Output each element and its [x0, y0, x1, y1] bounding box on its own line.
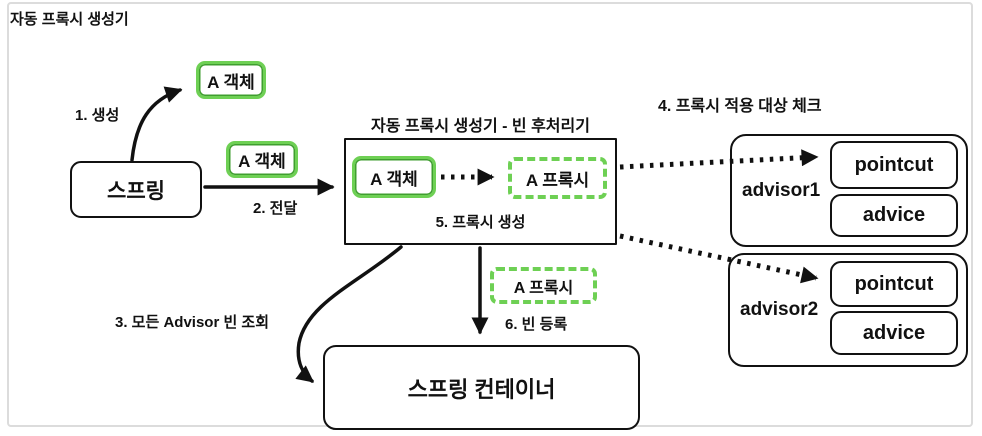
postprocessor-title: 자동 프록시 생성기 - 빈 후처리기 — [371, 118, 590, 135]
node-advisor1-advice-label: advice — [862, 204, 926, 226]
label-step2: 2. 전달 — [253, 200, 298, 217]
node-a-object-inner-label: A 객체 — [370, 169, 418, 189]
node-advisor1-pointcut: pointcut — [830, 141, 958, 189]
node-spring-container: 스프링 컨테이너 — [323, 345, 640, 430]
node-a-object-inner: A 객체 — [352, 156, 436, 198]
node-advisor2-advice: advice — [830, 311, 958, 355]
node-advisor2-pointcut-label: pointcut — [854, 272, 934, 295]
node-a-proxy-inner-label: A 프록시 — [525, 170, 590, 190]
node-spring-label: 스프링 — [107, 179, 165, 203]
node-advisor1-pointcut-label: pointcut — [854, 153, 934, 176]
diagram-title: 자동 프록시 생성기 — [10, 11, 129, 28]
node-a-proxy-bottom: A 프록시 — [490, 267, 597, 304]
node-a-proxy-inner: A 프록시 — [508, 157, 607, 199]
node-advisor1-label: advisor1 — [742, 180, 821, 201]
node-a-object-mid: A 객체 — [226, 141, 298, 178]
label-step6: 6. 빈 등록 — [505, 316, 568, 333]
node-advisor2-pointcut: pointcut — [830, 261, 958, 307]
node-a-object-top-label: A 객체 — [207, 72, 255, 92]
label-step1: 1. 생성 — [75, 107, 120, 124]
node-spring: 스프링 — [70, 161, 202, 218]
node-advisor2-label: advisor2 — [740, 299, 819, 320]
label-step5: 5. 프록시 생성 — [435, 214, 526, 231]
label-step3: 3. 모든 Advisor 빈 조회 — [115, 314, 270, 331]
node-a-object-top: A 객체 — [196, 61, 266, 99]
node-spring-container-label: 스프링 컨테이너 — [407, 376, 556, 402]
node-advisor2-advice-label: advice — [862, 321, 926, 344]
node-advisor1-advice: advice — [830, 194, 958, 237]
node-a-proxy-bottom-label: A 프록시 — [513, 279, 574, 297]
label-step4: 4. 프록시 적용 대상 체크 — [658, 98, 822, 115]
node-a-object-mid-label: A 객체 — [238, 152, 286, 171]
